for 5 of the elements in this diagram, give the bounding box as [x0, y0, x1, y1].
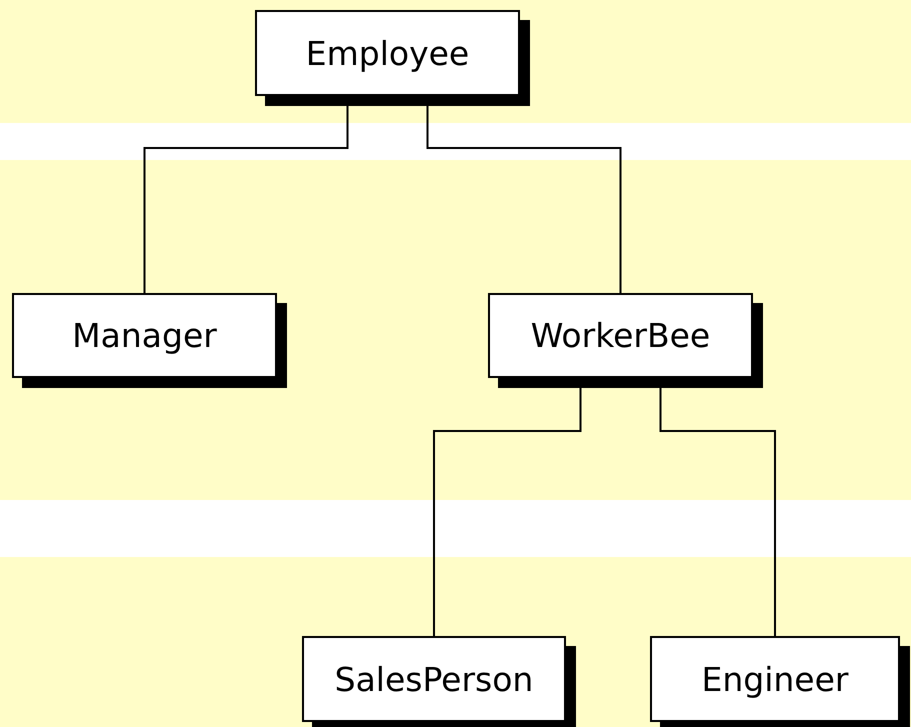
class-name: SalesPerson	[334, 660, 534, 698]
class-name: WorkerBee	[530, 316, 710, 355]
class-name: Engineer	[702, 660, 848, 698]
class-name: Manager	[72, 316, 217, 355]
class-name: Employee	[306, 34, 470, 72]
